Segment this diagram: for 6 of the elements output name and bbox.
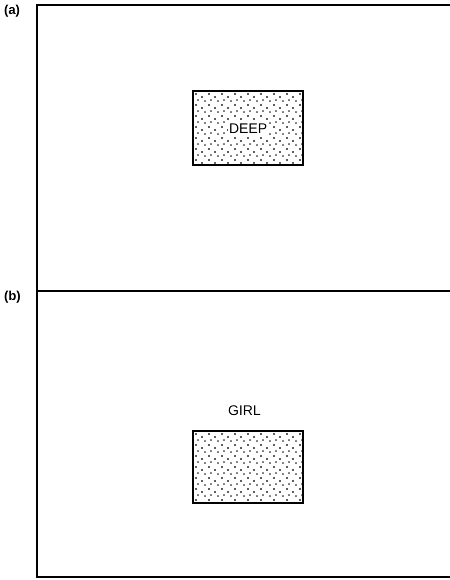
- word-label: GIRL: [228, 402, 261, 418]
- stippled-box: [192, 430, 304, 504]
- word-label: DEEP: [228, 120, 268, 136]
- panel-label: (a): [4, 2, 20, 17]
- stippled-box: [192, 90, 304, 166]
- panel-label: (b): [4, 288, 21, 303]
